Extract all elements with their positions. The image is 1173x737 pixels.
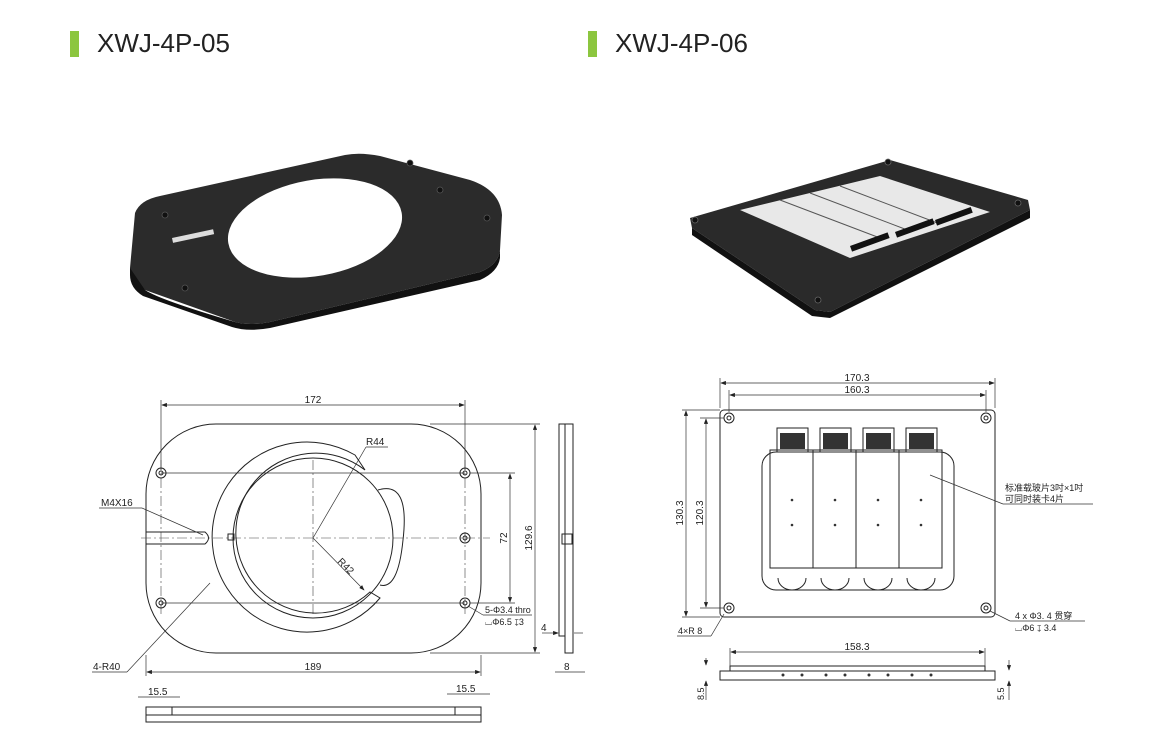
dim-height-holes: 120.3: [695, 500, 706, 525]
dim-height-right: 5.5: [996, 687, 1006, 700]
product-title-xwj-4p-06: XWJ-4P-06: [588, 28, 748, 59]
title-accent-bar: [588, 30, 597, 57]
dim-slot-right: 15.5: [456, 684, 476, 695]
note-slide-capacity: 可同时装卡4片: [1005, 493, 1064, 504]
dim-width-total: 170.3: [844, 373, 869, 384]
dim-radius-outer: R44: [366, 437, 385, 448]
dim-slot-left: 15.5: [148, 687, 168, 698]
dim-height-total: 129.6: [524, 525, 535, 550]
product-title-xwj-4p-05: XWJ-4P-05: [70, 28, 230, 59]
product-render-xwj-4p-05: [130, 153, 502, 330]
dim-thickness: 8: [564, 662, 570, 673]
dim-height-left: 8.5: [696, 687, 706, 700]
label-corner-radius: 4-R40: [93, 662, 121, 673]
label-hole-spec: 4 x Φ3. 4 贯穿: [1015, 610, 1072, 621]
title-accent-bar: [70, 30, 79, 57]
drawing-side-view-xwj-4p-05: 4 8 15.5 15.5: [138, 423, 585, 723]
drawing-top-view-xwj-4p-06: 170.3 160.3 130.3 120.3 标准载玻片3吋×1吋 可同时装卡…: [675, 373, 1093, 637]
label-thread: M4X16: [101, 498, 133, 509]
dim-side-length: 158.3: [844, 642, 869, 653]
dim-hole-pitch: 72: [499, 532, 510, 544]
drawing-side-view-xwj-4p-06: 158.3 8.5 5.5: [696, 642, 1012, 700]
product-title-text: XWJ-4P-06: [615, 28, 748, 58]
dim-height-total: 130.3: [675, 500, 686, 525]
dim-radius-inner: R42: [335, 556, 356, 577]
dim-width-holes: 160.3: [844, 385, 869, 396]
note-slide-size: 标准载玻片3吋×1吋: [1005, 482, 1083, 493]
dim-width-holes: 172: [305, 395, 322, 406]
dim-width-total: 189: [305, 662, 322, 673]
product-title-text: XWJ-4P-05: [97, 28, 230, 58]
product-render-xwj-4p-06: [690, 158, 1030, 318]
drawing-top-view-xwj-4p-05: 172 189 72 129.6 R44 R42 M4X16 4-R40 5-Φ…: [92, 395, 540, 676]
label-counterbore: ⌴Φ6.5 ↧3: [485, 617, 524, 627]
label-counterbore: ⌴Φ6 ↧ 3.4: [1015, 623, 1056, 633]
label-hole-spec: 5-Φ3.4 thro: [485, 605, 531, 615]
dim-step: 4: [541, 623, 547, 634]
label-corner-radius: 4×R 8: [678, 626, 702, 636]
